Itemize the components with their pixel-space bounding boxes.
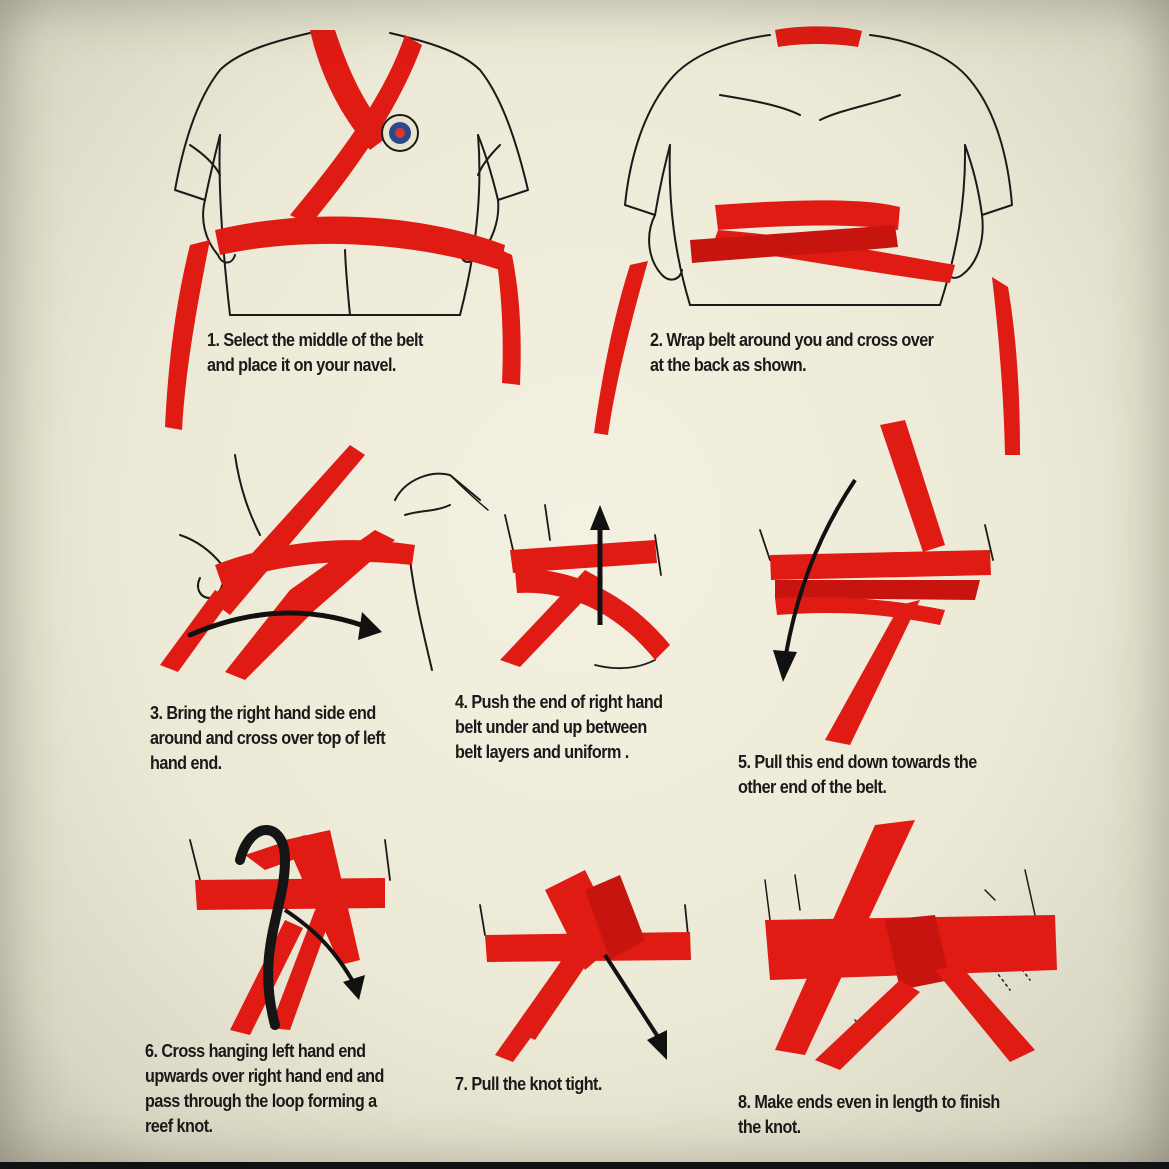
- caption-line: 8. Make ends even in length to finish: [738, 1092, 1000, 1112]
- caption-line: hand end.: [150, 753, 222, 773]
- step-2-panel: 2. Wrap belt around you and cross over a…: [594, 25, 1030, 465]
- caption-line: 7. Pull the knot tight.: [455, 1074, 602, 1094]
- step-5-caption: 5. Pull this end down towards the other …: [738, 750, 977, 800]
- caption-line: 5. Pull this end down towards the: [738, 752, 977, 772]
- caption-line: and place it on your navel.: [207, 355, 396, 375]
- caption-line: 6. Cross hanging left hand end: [145, 1041, 366, 1061]
- caption-line: upwards over right hand end and: [145, 1066, 384, 1086]
- step-5-illustration: [759, 420, 994, 745]
- caption-line: at the back as shown.: [650, 355, 807, 375]
- step-4-panel: 4. Push the end of right hand belt under…: [455, 495, 725, 785]
- step-4-illustration: [500, 504, 670, 670]
- bottom-border: [0, 1162, 1169, 1169]
- caption-line: 1. Select the middle of the belt: [207, 330, 423, 350]
- caption-line: around and cross over top of left: [150, 728, 386, 748]
- step-8-panel: 8. Make ends even in length to finish th…: [735, 820, 1065, 1150]
- caption-line: belt under and up between: [455, 717, 647, 737]
- step-7-caption: 7. Pull the knot tight.: [455, 1072, 602, 1097]
- step-3-caption: 3. Bring the right hand side end around …: [150, 701, 386, 776]
- caption-line: other end of the belt.: [738, 777, 887, 797]
- step-7-illustration: [479, 870, 691, 1062]
- step-6-panel: 6. Cross hanging left hand end upwards o…: [145, 800, 445, 1160]
- step-3-illustration: [160, 445, 489, 680]
- caption-line: reef knot.: [145, 1116, 213, 1136]
- step-1-caption: 1. Select the middle of the belt and pla…: [207, 328, 423, 378]
- step-7-panel: 7. Pull the knot tight.: [455, 860, 715, 1100]
- step-6-illustration: [189, 825, 391, 1035]
- caption-line: pass through the loop forming a: [145, 1091, 377, 1111]
- step-1-panel: 1. Select the middle of the belt and pla…: [160, 15, 540, 445]
- step-8-illustration: [764, 820, 1057, 1070]
- step-4-caption: 4. Push the end of right hand belt under…: [455, 690, 663, 765]
- step-5-panel: 5. Pull this end down towards the other …: [735, 420, 1035, 810]
- step-1-illustration: [165, 30, 529, 430]
- caption-line: belt layers and uniform .: [455, 742, 629, 762]
- step-2-caption: 2. Wrap belt around you and cross over a…: [650, 328, 934, 378]
- step-8-caption: 8. Make ends even in length to finish th…: [738, 1090, 1000, 1140]
- caption-line: 2. Wrap belt around you and cross over: [650, 330, 934, 350]
- step-6-caption: 6. Cross hanging left hand end upwards o…: [145, 1039, 384, 1139]
- caption-line: the knot.: [738, 1117, 801, 1137]
- caption-line: 4. Push the end of right hand: [455, 692, 663, 712]
- step-3-panel: 3. Bring the right hand side end around …: [150, 440, 489, 780]
- caption-line: 3. Bring the right hand side end: [150, 703, 376, 723]
- step-2-illustration: [594, 26, 1020, 455]
